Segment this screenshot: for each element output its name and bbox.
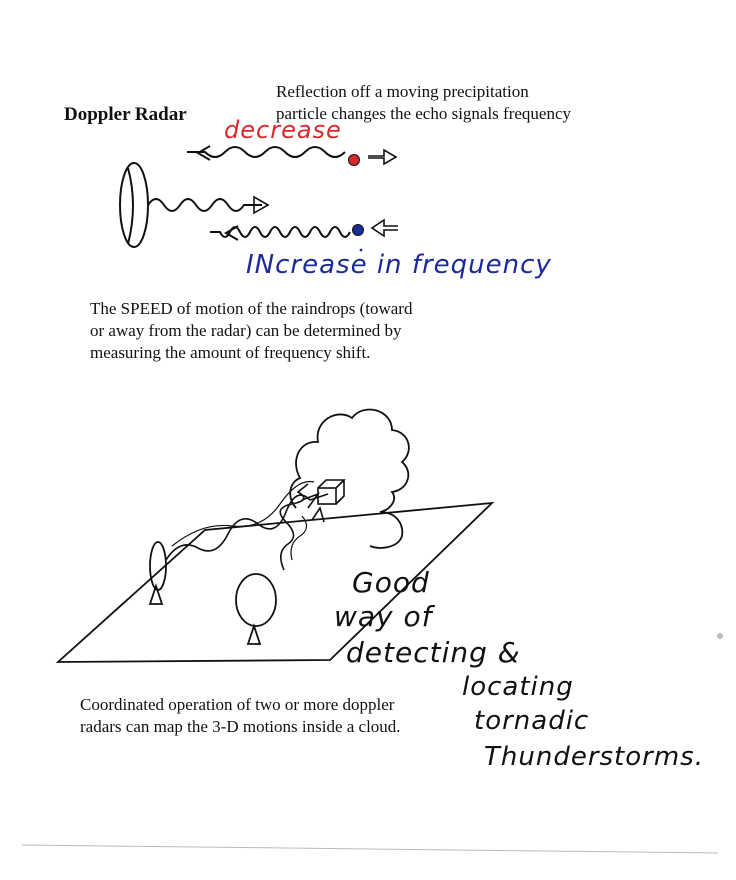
toward-arrow-icon — [370, 218, 398, 238]
note-line-3: detecting & — [346, 636, 521, 669]
increase-wave — [210, 226, 351, 238]
right-beam-arrow-icon — [311, 506, 325, 523]
decrease-wave-arrow-icon — [196, 145, 211, 161]
coordinated-paragraph-line-2: radars can map the 3-D motions inside a … — [80, 717, 401, 736]
speed-paragraph-line-2: or away from the radar) can be determine… — [90, 321, 402, 340]
outgoing-wave — [147, 198, 262, 212]
note-line-6: Thunderstorms. — [484, 742, 704, 772]
ink-dot — [359, 248, 363, 252]
ground-plane — [55, 501, 495, 663]
increase-label: INcrease in frequency — [246, 250, 552, 280]
left-beam-return — [171, 480, 315, 547]
away-arrow-icon — [368, 148, 398, 166]
paper-speck — [717, 633, 723, 639]
page-rule — [21, 844, 719, 854]
coordinated-paragraph-line-1: Coordinated operation of two or more dop… — [80, 695, 395, 714]
title: Doppler Radar — [64, 104, 187, 125]
speed-paragraph-line-3: measuring the amount of frequency shift. — [90, 343, 371, 362]
decrease-wave — [187, 146, 346, 158]
red-particle-icon — [348, 154, 360, 166]
outgoing-wave-arrow-icon — [253, 195, 270, 215]
cube-icon — [317, 479, 346, 505]
decrease-label: decrease — [224, 116, 342, 144]
right-radar-beam — [279, 483, 309, 571]
right-radar-icon — [235, 573, 277, 645]
note-line-5: tornadic — [474, 706, 590, 736]
right-beam-return — [290, 515, 308, 561]
speed-paragraph-line-1: The SPEED of motion of the raindrops (to… — [90, 299, 413, 318]
left-beam-arrow-icon — [301, 492, 321, 509]
note-line-2: way of — [334, 600, 433, 633]
cloud-shape — [289, 408, 410, 549]
left-radar-icon — [148, 541, 167, 605]
left-radar-beam — [165, 493, 329, 561]
blue-particle-icon — [352, 224, 364, 236]
note-line-1: Good — [352, 566, 430, 599]
note-line-4: locating — [462, 672, 574, 702]
caption-top-line-1: Reflection off a moving precipitation — [276, 82, 529, 101]
increase-wave-arrow-icon — [224, 225, 239, 241]
caption-top-line-2: particle changes the echo signals freque… — [276, 104, 572, 123]
radar-dish-icon — [119, 162, 149, 248]
